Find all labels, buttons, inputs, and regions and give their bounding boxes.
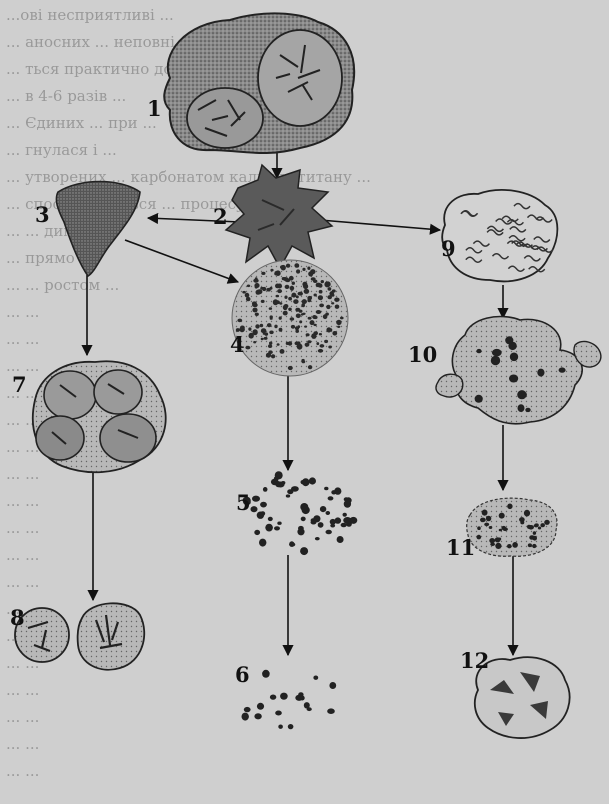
label-stage-6: 6 [235,662,250,687]
stage-2-cell [226,165,332,268]
label-stage-8: 8 [10,605,25,630]
arrow-2-to-9 [320,220,440,230]
stage-3-cell [56,182,140,277]
label-stage-4: 4 [230,332,245,357]
label-stage-3: 3 [35,202,50,227]
stage-6-cell [242,670,337,729]
label-stage-2: 2 [213,204,228,229]
label-stage-7: 7 [12,372,27,397]
stage-10-cell [436,316,601,423]
label-stage-5: 5 [236,490,251,515]
stage-11-cell [467,498,557,556]
stage-1-cell [164,13,354,153]
stage-7-cell-cluster [33,361,166,472]
label-stage-12: 12 [460,648,489,673]
stage-9-cell [442,190,557,281]
label-stage-10: 10 [408,342,437,367]
label-stage-11: 11 [446,535,475,560]
label-stage-9: 9 [441,236,456,261]
stage-8-cells [15,603,144,669]
label-stage-1: 1 [147,96,162,121]
arrow-3-to-4 [125,240,238,282]
stage-5-cell [243,471,358,555]
stage-4-cell [232,260,348,376]
